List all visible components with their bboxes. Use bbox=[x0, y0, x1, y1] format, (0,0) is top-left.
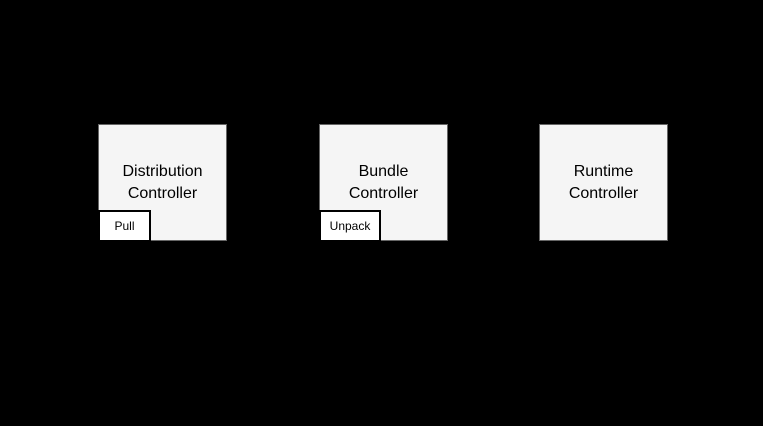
node-bundle-controller-label: Bundle Controller bbox=[348, 162, 419, 202]
node-distribution-controller-label: Distribution Controller bbox=[122, 162, 203, 202]
subnode-unpack: Unpack bbox=[319, 210, 381, 242]
node-runtime-controller-label: Runtime Controller bbox=[568, 162, 639, 202]
node-runtime-controller: Runtime Controller bbox=[539, 124, 668, 241]
subnode-unpack-label: Unpack bbox=[329, 219, 371, 233]
subnode-pull-label: Pull bbox=[114, 219, 135, 233]
subnode-pull: Pull bbox=[98, 210, 151, 242]
